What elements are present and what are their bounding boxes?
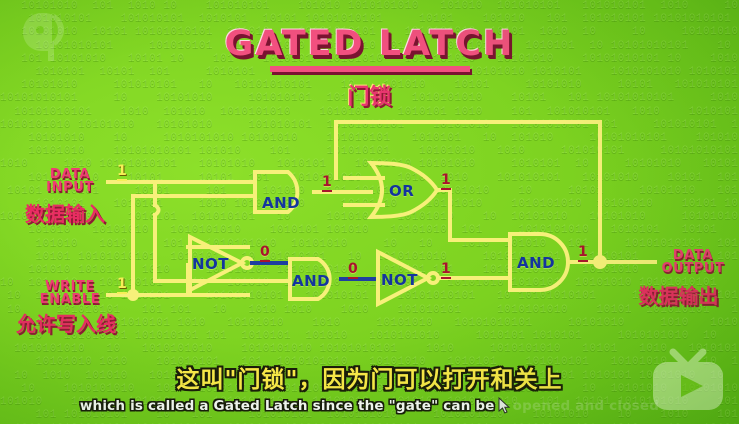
gate-label-not-left: NOT bbox=[192, 255, 229, 273]
label-data-input-cn: 数据输入 bbox=[0, 204, 130, 224]
label-data-output-cn: 数据输出 bbox=[616, 286, 739, 306]
label-data-output-en: DATA OUTPUT bbox=[652, 249, 734, 276]
signal-or-output: 1 bbox=[441, 172, 451, 190]
signal-data-input: 1 bbox=[117, 163, 127, 181]
gate-label-and-mid: AND bbox=[292, 272, 330, 290]
gate-label-or: OR bbox=[389, 182, 414, 200]
junction-data-output bbox=[593, 255, 607, 269]
gate-label-and-top: AND bbox=[262, 194, 300, 212]
signal-not-left-output: 0 bbox=[260, 244, 270, 262]
signal-write-enable: 1 bbox=[117, 276, 127, 294]
subtitle-english-row: which is called a Gated Latch since the … bbox=[0, 397, 739, 414]
label-write-enable-cn: 允许写入线 bbox=[0, 314, 136, 334]
mouse-cursor-icon bbox=[498, 397, 511, 414]
gate-label-and-right: AND bbox=[517, 254, 555, 272]
signal-and-right-output: 1 bbox=[578, 244, 588, 262]
label-data-input-en: DATA INPUT bbox=[30, 168, 110, 195]
junction-write-enable bbox=[127, 289, 139, 301]
gate-label-not-mid: NOT bbox=[381, 271, 418, 289]
subtitle-english-faded: opened and closed bbox=[513, 398, 659, 414]
wire-or-to-and-right bbox=[450, 190, 510, 240]
subtitle-english: which is called a Gated Latch since the … bbox=[80, 398, 495, 414]
subtitle-chinese: 这叫"门锁"，因为门可以打开和关上 bbox=[0, 360, 739, 394]
label-write-enable-en: WRITE ENABLE bbox=[30, 280, 110, 307]
signal-and-mid-output: 0 bbox=[348, 261, 358, 279]
signal-not-mid-output: 1 bbox=[441, 261, 451, 279]
signal-and-top-output: 1 bbox=[322, 174, 332, 192]
